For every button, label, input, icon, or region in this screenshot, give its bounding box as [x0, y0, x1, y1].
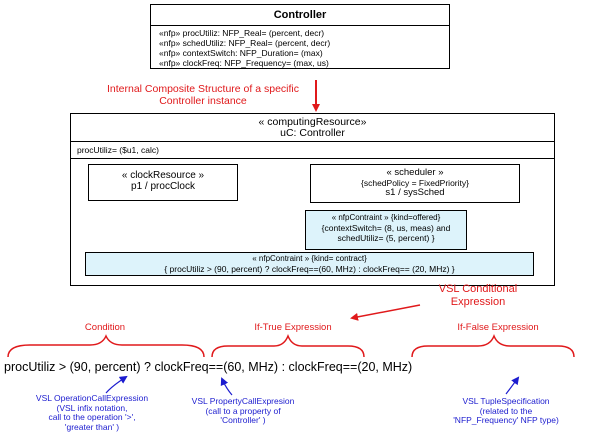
vsl-conditional-label: VSL Conditional Expression — [438, 283, 518, 308]
offered-note-header: « nfpContraint » {kind=offered} — [331, 213, 441, 222]
tuple-annotation-line1: VSL TupleSpecification — [462, 396, 550, 406]
scheduler-part: « scheduler » {schedPolicy = FixedPriori… — [310, 164, 520, 203]
internal-structure-label: Internal Composite Structure of a specif… — [106, 83, 299, 107]
clock-resource-stereotype: « clockResource » — [121, 170, 205, 181]
vsl-arrow — [350, 304, 421, 321]
instance-slot: procUtiliz= ($u1, calc) — [71, 142, 554, 159]
offered-note-line2: schedUtiliz= (5, percent) } — [337, 233, 435, 243]
operation-annotation-line3: call to the operation '>', — [48, 412, 136, 422]
instance-name: uC: Controller — [280, 127, 345, 139]
expression-condition: procUtiliz > (90, percent) — [4, 360, 141, 374]
scheduler-name: s1 / sysSched — [385, 187, 445, 198]
expression-if-false: clockFreq==(20, MHz) — [288, 360, 413, 374]
instance-header: « computingResource» uC: Controller — [71, 114, 554, 142]
expression-if-true: clockFreq==(60, MHz) — [154, 360, 279, 374]
tuple-annotation-line3: 'NFP_Frequency' NFP type) — [453, 415, 559, 425]
if-false-brace — [411, 333, 575, 358]
if-true-brace — [211, 333, 365, 358]
contract-constraint-note: « nfpContraint » {kind= contract} { proc… — [85, 252, 534, 276]
operation-annotation: VSL OperationCallExpression (VSL infix n… — [22, 393, 162, 432]
if-true-label: If-True Expression — [254, 322, 332, 333]
if-false-label: If-False Expression — [457, 322, 539, 333]
tuple-annotation: VSL TupleSpecification (related to the '… — [436, 396, 576, 426]
condition-label: Condition — [84, 322, 126, 333]
operation-annotation-line2: (VSL infix notation, — [56, 402, 128, 413]
contract-note-line: { procUtiliz > (90, percent) ? clockFreq… — [164, 264, 455, 274]
contract-note-header: « nfpContraint » {kind= contract} — [252, 254, 367, 263]
operation-arrow — [105, 375, 128, 394]
clock-resource-part: « clockResource » p1 / procClock — [88, 164, 238, 201]
condition-brace — [7, 334, 205, 358]
tuple-arrow — [505, 376, 520, 395]
expression-question-mark: ? — [144, 360, 151, 374]
expression-colon: : — [281, 360, 286, 374]
scheduler-stereotype: « scheduler » — [386, 167, 444, 178]
scheduler-policy: {schedPolicy = FixedPriority} — [361, 178, 469, 188]
tuple-annotation-line2: (related to the — [479, 405, 533, 416]
attribute-clock-freq: «nfp» clockFreq: NFP_Frequency= (max, us… — [159, 58, 329, 68]
conditional-expression: procUtiliz > (90, percent) ? clockFreq==… — [4, 360, 598, 375]
clock-resource-name: p1 / procClock — [131, 181, 195, 192]
property-annotation: VSL PropertyCallExpresion (call to a pro… — [178, 396, 308, 426]
offered-constraint-note: « nfpContraint » {kind=offered} {context… — [305, 210, 467, 250]
property-annotation-line1: VSL PropertyCallExpresion — [191, 396, 295, 406]
instance-stereotype: « computingResource» — [258, 116, 367, 128]
property-annotation-line2: (call to a property of — [205, 405, 281, 416]
property-arrow — [220, 377, 233, 396]
controller-attributes: «nfp» procUtiliz: NFP_Real= (percent, de… — [151, 26, 449, 70]
operation-annotation-line4: 'greater than' ) — [64, 421, 120, 432]
offered-note-line1: {contextSwitch= (8, us, meas) and — [321, 223, 451, 233]
operation-annotation-line1: VSL OperationCallExpression — [35, 393, 149, 403]
attribute-proc-utiliz: «nfp» procUtiliz: NFP_Real= (percent, de… — [159, 28, 325, 38]
property-annotation-line3: 'Controller' ) — [220, 415, 266, 425]
attribute-sched-utiliz: «nfp» schedUtiliz: NFP_Real= (percent, d… — [159, 38, 331, 48]
controller-class-title: Controller — [151, 5, 449, 26]
attribute-context-switch: «nfp» contextSwitch: NFP_Duration= (max) — [159, 48, 323, 58]
controller-class: Controller «nfp» procUtiliz: NFP_Real= (… — [150, 4, 450, 69]
